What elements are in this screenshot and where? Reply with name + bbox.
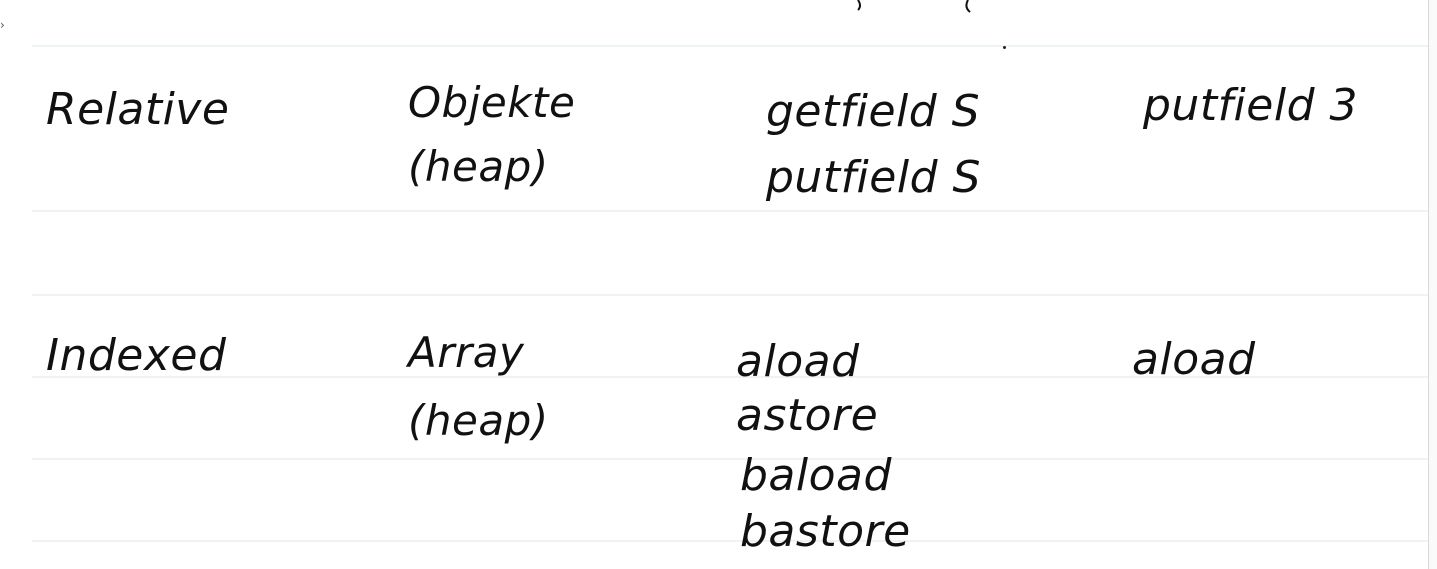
row-indexed-instruction-4: bastore xyxy=(740,506,911,557)
row-indexed-instruction-1: aload xyxy=(736,336,860,387)
row-indexed-memory-line-1: Array xyxy=(408,328,525,377)
ruled-line xyxy=(32,45,1428,47)
cut-off-handwriting xyxy=(857,0,971,13)
ruled-line xyxy=(32,458,1428,460)
note-page: Relative Objekte (heap) getfield S putfi… xyxy=(18,0,1428,569)
page-border xyxy=(1428,0,1429,569)
ruled-line xyxy=(32,294,1428,296)
ink-dot xyxy=(1003,46,1006,49)
row-relative-instruction-1: getfield S xyxy=(766,86,981,137)
row-relative-mode: Relative xyxy=(46,84,230,135)
chevron-right-icon: › xyxy=(0,18,5,32)
row-indexed-mode: Indexed xyxy=(46,330,227,381)
row-relative-instruction-2: putfield S xyxy=(766,152,981,203)
row-relative-memory-line-2: (heap) xyxy=(408,142,549,191)
left-margin: › xyxy=(0,0,18,569)
ruled-line xyxy=(32,540,1428,542)
ruled-line xyxy=(32,210,1428,212)
ruled-line xyxy=(32,376,1428,378)
right-gutter xyxy=(1429,0,1437,569)
row-indexed-memory-line-2: (heap) xyxy=(408,396,549,445)
row-indexed-instruction-2: astore xyxy=(736,390,879,441)
row-indexed-instruction-3: baload xyxy=(740,450,892,501)
row-relative-memory-line-1: Objekte xyxy=(408,78,576,127)
row-indexed-example: aload xyxy=(1132,334,1256,385)
row-relative-example: putfield 3 xyxy=(1143,80,1358,131)
